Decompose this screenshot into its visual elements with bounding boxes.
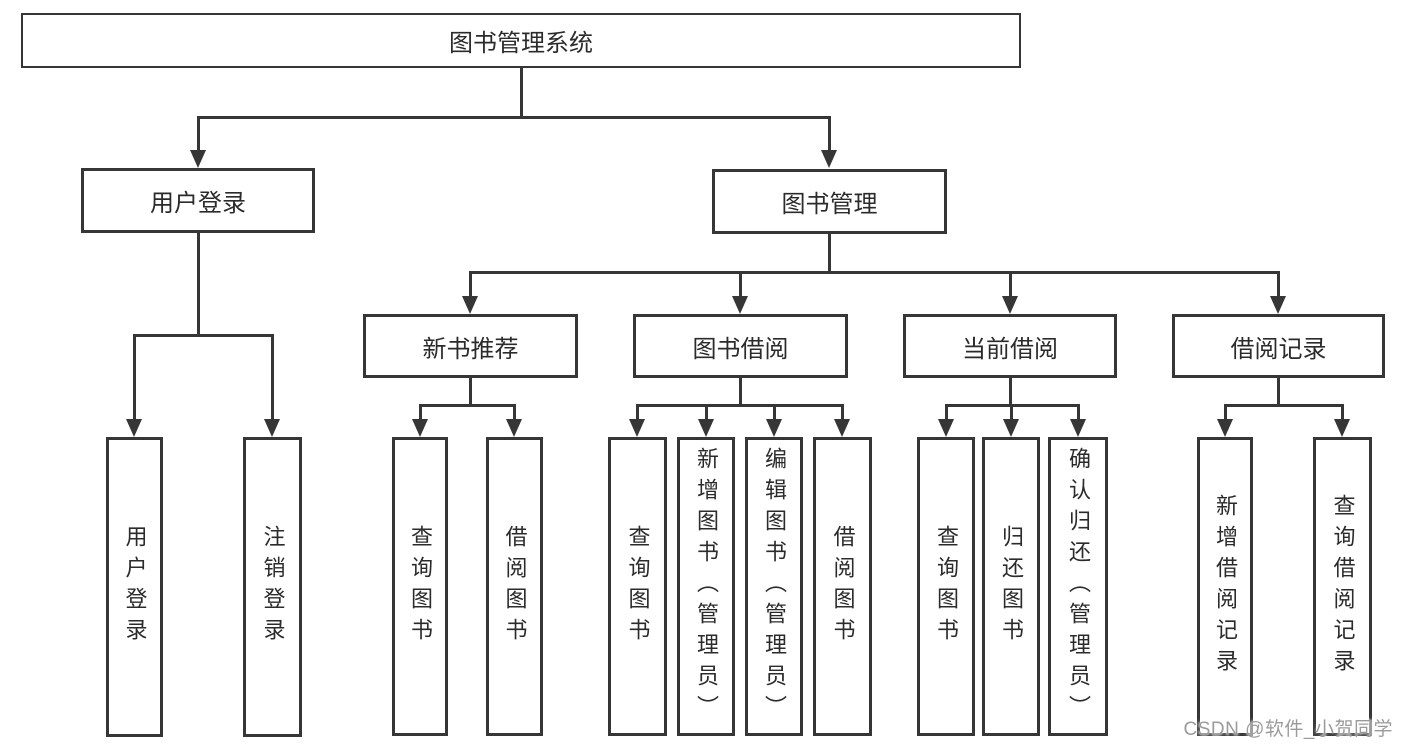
connector-line	[1077, 404, 1080, 419]
node-current-return-books-label: 归还图书	[999, 524, 1024, 649]
connector-line	[197, 116, 200, 150]
node-user-login-branch: 用户登录	[81, 168, 315, 233]
node-borrowing-add-books-admin: 新增图书（管理员）	[677, 437, 735, 736]
connector-line	[1009, 378, 1012, 407]
node-book-borrowing: 图书借阅	[633, 314, 848, 378]
arrow-down-icon	[506, 419, 522, 437]
arrow-down-icon	[1070, 419, 1086, 437]
connector-line	[133, 334, 274, 337]
node-library-management-system: 图书管理系统	[21, 13, 1021, 68]
connector-line	[739, 271, 742, 296]
arrow-down-icon	[1334, 419, 1350, 437]
node-recommend-query-books-label: 查询图书	[408, 524, 433, 649]
connector-line	[1341, 404, 1344, 419]
connector-line	[828, 234, 831, 274]
node-recommend-borrow-books: 借阅图书	[486, 437, 543, 736]
connector-line	[469, 271, 1280, 274]
arrow-down-icon	[190, 150, 206, 168]
connector-line	[419, 404, 516, 407]
arrow-down-icon	[821, 150, 837, 168]
connector-line	[419, 404, 422, 419]
node-current-borrowing: 当前借阅	[903, 314, 1117, 378]
connector-line	[841, 404, 844, 419]
node-recommend-query-books: 查询图书	[392, 437, 448, 736]
arrow-down-icon	[834, 419, 850, 437]
node-records-query-record: 查询借阅记录	[1313, 437, 1372, 736]
arrow-down-icon	[412, 419, 428, 437]
node-borrowing-edit-books-admin-label: 编辑图书（管理员）	[762, 447, 787, 726]
node-records-add-record-label: 新增借阅记录	[1213, 493, 1238, 680]
arrow-down-icon	[766, 419, 782, 437]
arrow-down-icon	[1217, 419, 1233, 437]
connector-line	[636, 404, 639, 419]
node-records-add-record: 新增借阅记录	[1197, 437, 1253, 736]
arrow-down-icon	[126, 419, 142, 437]
connector-line	[1009, 271, 1012, 296]
node-logout-label: 注销登录	[260, 525, 286, 649]
node-logout: 注销登录	[243, 437, 302, 737]
node-borrowing-edit-books-admin: 编辑图书（管理员）	[745, 437, 803, 736]
node-records-query-record-label: 查询借阅记录	[1330, 493, 1356, 680]
connector-line	[469, 378, 472, 407]
node-book-management: 图书管理	[712, 169, 947, 234]
connector-line	[133, 334, 136, 419]
node-recommend-borrow-books-label: 借阅图书	[502, 524, 528, 649]
connector-line	[1010, 404, 1013, 419]
connector-line	[636, 404, 844, 407]
node-user-login: 用户登录	[106, 437, 163, 737]
node-new-book-recommend: 新书推荐	[363, 314, 578, 378]
node-current-return-books: 归还图书	[982, 437, 1040, 736]
connector-line	[773, 404, 776, 419]
node-borrowing-add-books-admin-label: 新增图书（管理员）	[694, 447, 719, 726]
arrow-down-icon	[462, 296, 478, 314]
node-borrowing-query-books-label: 查询图书	[625, 524, 651, 649]
connector-line	[271, 334, 274, 419]
connector-line	[739, 378, 742, 407]
connector-line	[1277, 271, 1280, 296]
arrow-down-icon	[1003, 419, 1019, 437]
connector-line	[705, 404, 708, 419]
arrow-down-icon	[1270, 296, 1286, 314]
connector-line	[197, 116, 831, 119]
connector-line	[197, 233, 200, 337]
node-current-query-books-label: 查询图书	[934, 524, 959, 649]
connector-line	[945, 404, 948, 419]
node-current-query-books: 查询图书	[917, 437, 975, 736]
arrow-down-icon	[698, 419, 714, 437]
node-borrowing-query-books: 查询图书	[608, 437, 667, 736]
connector-line	[1277, 378, 1280, 407]
arrow-down-icon	[938, 419, 954, 437]
node-borrowing-borrow-books-label: 借阅图书	[830, 524, 856, 649]
arrow-down-icon	[264, 419, 280, 437]
arrow-down-icon	[1002, 296, 1018, 314]
node-borrowing-borrow-books: 借阅图书	[813, 437, 872, 736]
arrow-down-icon	[629, 419, 645, 437]
connector-line	[828, 116, 831, 150]
node-borrowing-records: 借阅记录	[1172, 314, 1385, 378]
node-user-login-label: 用户登录	[122, 525, 148, 649]
arrow-down-icon	[732, 296, 748, 314]
connector-line	[520, 68, 523, 118]
node-current-confirm-return-admin: 确认归还（管理员）	[1048, 437, 1108, 736]
connector-line	[469, 271, 472, 296]
connector-line	[513, 404, 516, 419]
connector-line	[1224, 404, 1344, 407]
node-current-confirm-return-admin-label: 确认归还（管理员）	[1066, 447, 1091, 726]
watermark: CSDN @软件_小贺同学	[1183, 719, 1393, 740]
connector-line	[1224, 404, 1227, 419]
